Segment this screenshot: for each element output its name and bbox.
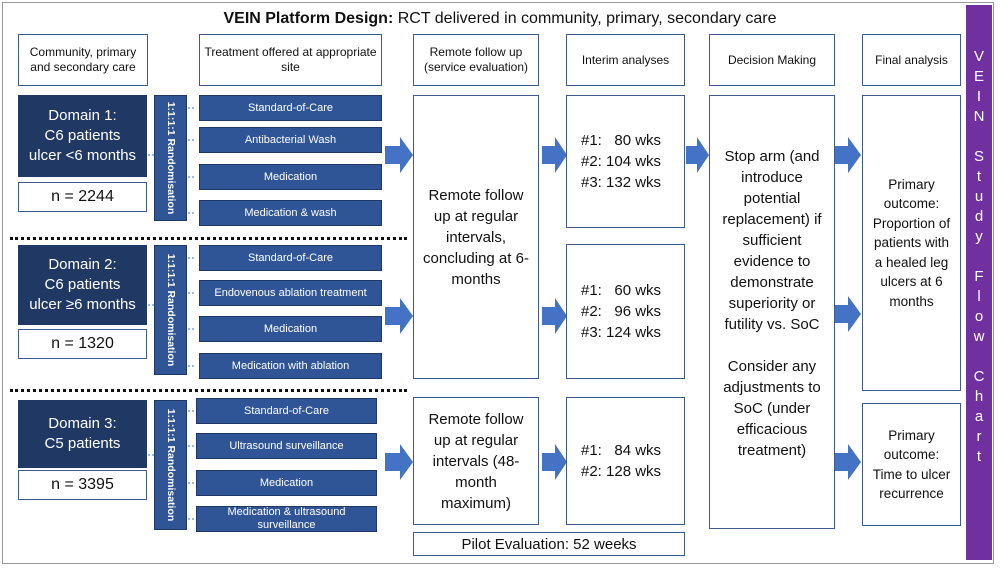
domain-2-arm-1: Standard-of-Care (199, 245, 382, 271)
arrow-right-icon (835, 296, 861, 332)
sidebar-letter: h (974, 388, 984, 405)
domain-3-sample-size: n = 3395 (18, 470, 147, 500)
decision-stop-text: Stop arm (and introduce potential replac… (722, 148, 822, 333)
interim-line: #1: 84 wks (581, 442, 662, 459)
arrow-right-icon (835, 444, 861, 480)
column-header: Interim analyses (566, 34, 685, 86)
domain-3-arm-4: Medication & ultrasound surveillance (196, 506, 377, 532)
column-header: Community, primary and secondary care (18, 34, 148, 86)
domain-1-arm-1: Standard-of-Care (199, 95, 382, 121)
arrow-right-icon (385, 137, 413, 173)
interim-line: #3: 132 wks (581, 174, 662, 191)
sidebar-letter: t (976, 448, 982, 465)
pilot-evaluation: Pilot Evaluation: 52 weeks (413, 532, 685, 556)
sidebar-letter: l (977, 288, 981, 305)
decision-box: Stop arm (and introduce potential replac… (709, 95, 835, 529)
sidebar-letter: r (976, 428, 982, 445)
page-title: VEIN Platform Design: RCT delivered in c… (223, 10, 777, 27)
sidebar-letter: E (973, 68, 984, 85)
sidebar-letter: V (973, 48, 984, 65)
domain-1-arm-2: Antibacterial Wash (199, 127, 382, 153)
sidebar-letter: S (973, 148, 984, 165)
sidebar-letter (977, 347, 981, 367)
sidebar-letter: o (974, 308, 984, 325)
interim-line: #3: 124 wks (581, 324, 662, 341)
decision-consider-text: Consider any adjustments to SoC (under e… (723, 358, 821, 459)
final-analysis-lower: Primary outcome: Time to ulcer recurrenc… (862, 403, 961, 526)
column-header: Remote follow up (service evaluation) (413, 34, 539, 86)
sidebar-letter: I (976, 88, 982, 105)
final-analysis-upper: Primary outcome: Proportion of patients … (862, 95, 961, 391)
sidebar-letter: y (975, 228, 983, 245)
domain-1-arm-3: Medication (199, 164, 382, 190)
arrow-right-icon (542, 298, 567, 334)
interim-box-domain-1: #1: 80 wks #2: 104 wks #3: 132 wks (566, 95, 685, 228)
arrow-right-icon (385, 444, 413, 480)
sidebar-letter: C (973, 368, 985, 385)
diagram-frame (2, 2, 994, 564)
interim-line: #2: 104 wks (581, 153, 662, 170)
sidebar-letter: w (973, 328, 985, 345)
domain-3-arm-3: Medication (196, 470, 377, 496)
followup-box-upper: Remote follow up at regular intervals, c… (413, 95, 539, 379)
domain-2-box: Domain 2: C6 patients ulcer ≥6 months (18, 245, 147, 325)
domain-1-randomisation: 1:1:1:1 Randomisation (154, 95, 187, 221)
sidebar-letter: u (974, 188, 984, 205)
domain-separator (10, 389, 407, 392)
sidebar-letter: N (973, 108, 985, 125)
domain-3-arm-2: Ultrasound surveillance (196, 433, 377, 459)
interim-line: #2: 128 wks (581, 463, 662, 480)
interim-box-domain-2: #1: 60 wks #2: 96 wks #3: 124 wks (566, 244, 685, 379)
sidebar-letter: t (976, 168, 982, 185)
interim-line: #1: 60 wks (581, 282, 662, 299)
domain-2-arm-3: Medication (199, 316, 382, 342)
domain-2-arm-2: Endovenous ablation treatment (199, 280, 382, 306)
sidebar-letter: a (974, 408, 984, 425)
domain-separator (10, 237, 407, 240)
domain-2-sample-size: n = 1320 (18, 329, 147, 359)
sidebar-letter: F (974, 268, 984, 285)
interim-line: #2: 96 wks (581, 303, 662, 320)
column-header: Decision Making (709, 34, 835, 86)
arrow-right-icon (542, 444, 567, 480)
domain-1-box: Domain 1: C6 patients ulcer <6 months (18, 95, 147, 177)
domain-3-arm-1: Standard-of-Care (196, 398, 377, 424)
followup-box-lower: Remote follow up at regular intervals (4… (413, 397, 539, 525)
column-header: Treatment offered at appropriate site (199, 34, 382, 86)
domain-3-box: Domain 3: C5 patients (18, 400, 147, 468)
arrow-right-icon (835, 137, 861, 173)
sidebar-letter (977, 127, 981, 147)
interim-line: #1: 80 wks (581, 132, 662, 149)
sidebar-letter (977, 247, 981, 267)
arrow-right-icon (385, 298, 413, 334)
sidebar-letter: d (974, 208, 984, 225)
domain-2-arm-4: Medication with ablation (199, 353, 382, 379)
domain-1-arm-4: Medication & wash (199, 200, 382, 226)
arrow-right-icon (686, 137, 709, 173)
domain-1-sample-size: n = 2244 (18, 182, 147, 212)
domain-3-randomisation: 1:1:1:1 Randomisation (154, 400, 187, 530)
column-header: Final analysis (862, 34, 961, 86)
domain-2-randomisation: 1:1:1:1 Randomisation (154, 245, 187, 375)
arrow-right-icon (542, 137, 567, 173)
interim-box-domain-3: #1: 84 wks #2: 128 wks (566, 397, 685, 525)
